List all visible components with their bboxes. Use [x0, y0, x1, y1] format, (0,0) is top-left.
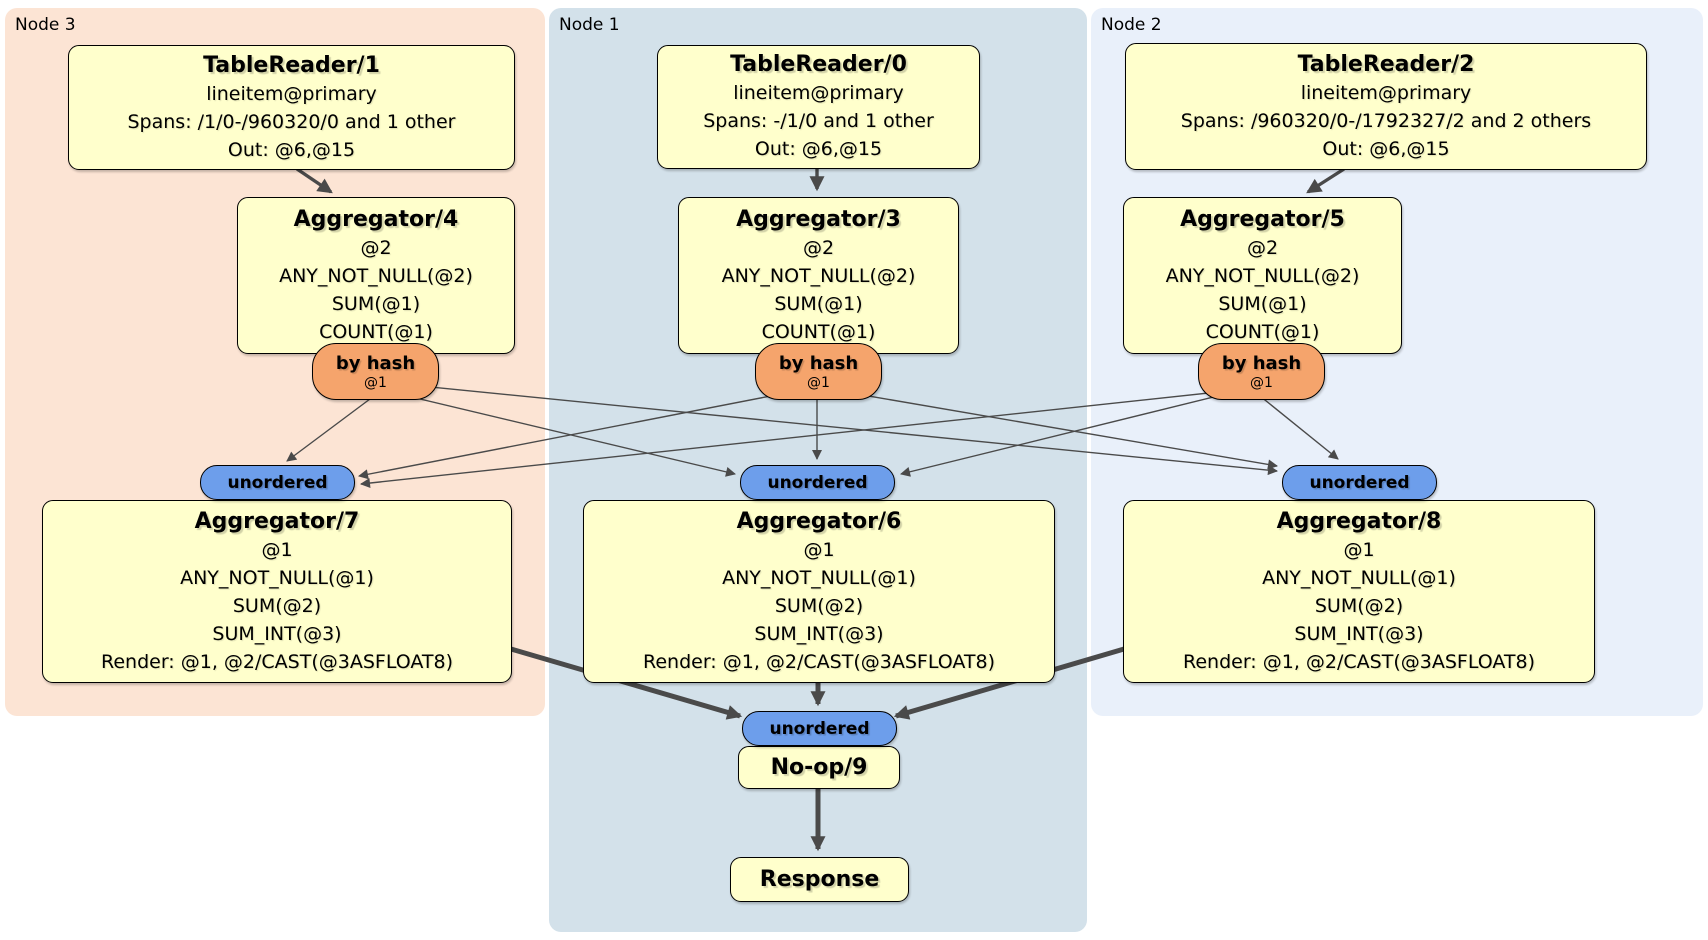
processor-detail: ANY_NOT_NULL(@1) [722, 566, 916, 589]
processor-title: Aggregator/3 [736, 206, 901, 232]
router-key: @1 [807, 374, 830, 391]
sync-label: unordered [769, 718, 870, 739]
node3-label: Node 3 [15, 15, 76, 35]
processor-detail: SUM_INT(@3) [754, 622, 884, 645]
processor-detail: lineitem@primary [733, 82, 904, 104]
processor-detail: ANY_NOT_NULL(@2) [1165, 264, 1360, 287]
sync-label: unordered [1309, 472, 1410, 493]
processor-title: Aggregator/6 [736, 508, 902, 534]
tablereader-2-box: TableReader/2 lineitem@primary Spans: /9… [1125, 43, 1647, 170]
processor-detail: ANY_NOT_NULL(@1) [1262, 566, 1456, 589]
processor-detail: SUM_INT(@3) [1294, 622, 1424, 645]
aggregator-3-box: Aggregator/3 @2 ANY_NOT_NULL(@2) SUM(@1)… [678, 197, 959, 354]
processor-detail: SUM(@2) [1314, 594, 1404, 617]
noop-9-box: No-op/9 [738, 746, 900, 789]
processor-detail: @2 [1246, 236, 1279, 259]
processor-detail: @1 [1343, 538, 1375, 561]
processor-title: No-op/9 [770, 754, 868, 780]
processor-detail: SUM_INT(@3) [212, 622, 342, 645]
processor-detail: Spans: /960320/0-/1792327/2 and 2 others [1180, 109, 1592, 132]
aggregator-6-box: Aggregator/6 @1 ANY_NOT_NULL(@1) SUM(@2)… [583, 500, 1055, 683]
unordered-sync-6: unordered [740, 465, 895, 500]
aggregator-7-box: Aggregator/7 @1 ANY_NOT_NULL(@1) SUM(@2)… [42, 500, 512, 683]
processor-detail: Spans: -/1/0 and 1 other [703, 110, 934, 132]
processor-detail: SUM(@1) [1218, 292, 1307, 315]
processor-detail: lineitem@primary [1300, 81, 1472, 104]
processor-detail: ANY_NOT_NULL(@2) [279, 264, 473, 287]
processor-title: Aggregator/7 [194, 508, 360, 534]
by-hash-router-4: by hash @1 [312, 343, 439, 400]
processor-detail: SUM(@2) [232, 594, 322, 617]
processor-detail: @2 [360, 236, 392, 259]
processor-detail: Out: @6,@15 [227, 138, 356, 161]
processor-detail: ANY_NOT_NULL(@2) [721, 264, 916, 287]
processor-title: Aggregator/8 [1276, 508, 1442, 534]
by-hash-router-3: by hash @1 [755, 343, 882, 400]
response-box: Response [730, 857, 909, 902]
processor-detail: @2 [802, 236, 835, 259]
processor-detail: ANY_NOT_NULL(@1) [180, 566, 374, 589]
unordered-sync-8: unordered [1282, 465, 1437, 500]
aggregator-5-box: Aggregator/5 @2 ANY_NOT_NULL(@2) SUM(@1)… [1123, 197, 1402, 354]
unordered-sync-9: unordered [742, 711, 897, 746]
processor-detail: Render: @1, @2/CAST(@3ASFLOAT8) [1183, 650, 1535, 673]
processor-detail: Render: @1, @2/CAST(@3ASFLOAT8) [643, 650, 995, 673]
processor-detail: Render: @1, @2/CAST(@3ASFLOAT8) [101, 650, 453, 673]
processor-title: TableReader/1 [203, 52, 380, 78]
processor-detail: SUM(@1) [774, 292, 863, 315]
node1-label: Node 1 [559, 15, 620, 35]
processor-detail: SUM(@2) [774, 594, 864, 617]
aggregator-8-box: Aggregator/8 @1 ANY_NOT_NULL(@1) SUM(@2)… [1123, 500, 1595, 683]
sync-label: unordered [227, 472, 328, 493]
node2-label: Node 2 [1101, 15, 1162, 35]
sync-label: unordered [767, 472, 868, 493]
processor-detail: @1 [261, 538, 293, 561]
processor-title: TableReader/0 [730, 52, 907, 77]
processor-detail: COUNT(@1) [319, 320, 433, 343]
tablereader-0-box: TableReader/0 lineitem@primary Spans: -/… [657, 45, 980, 169]
processor-title: Aggregator/4 [293, 206, 459, 232]
router-label: by hash [1221, 352, 1302, 374]
processor-detail: @1 [803, 538, 835, 561]
router-label: by hash [335, 352, 416, 374]
processor-detail: Spans: /1/0-/960320/0 and 1 other [127, 110, 456, 133]
tablereader-1-box: TableReader/1 lineitem@primary Spans: /1… [68, 45, 515, 170]
router-key: @1 [1250, 374, 1273, 391]
processor-title: Response [759, 866, 880, 892]
processor-detail: SUM(@1) [331, 292, 421, 315]
aggregator-4-box: Aggregator/4 @2 ANY_NOT_NULL(@2) SUM(@1)… [237, 197, 515, 354]
router-label: by hash [778, 352, 859, 374]
processor-detail: COUNT(@1) [1205, 320, 1320, 343]
processor-detail: COUNT(@1) [761, 320, 876, 343]
processor-detail: Out: @6,@15 [1322, 137, 1450, 160]
processor-detail: lineitem@primary [206, 82, 377, 105]
router-key: @1 [364, 374, 387, 391]
processor-detail: Out: @6,@15 [754, 138, 883, 160]
processor-title: Aggregator/5 [1180, 206, 1345, 232]
by-hash-router-5: by hash @1 [1198, 343, 1325, 400]
processor-title: TableReader/2 [1297, 51, 1475, 77]
unordered-sync-7: unordered [200, 465, 355, 500]
